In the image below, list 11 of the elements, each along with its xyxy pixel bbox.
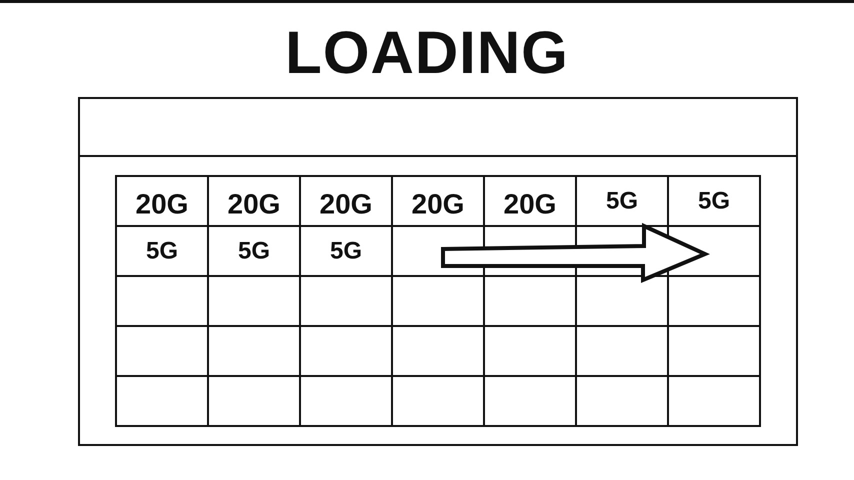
capacity-label: 20G	[412, 189, 464, 219]
capacity-label: 5G	[238, 238, 270, 264]
capacity-label: 5G	[606, 188, 638, 214]
capacity-label: 5G	[698, 188, 730, 214]
capacity-label: 5G	[330, 238, 362, 264]
title: LOADING	[285, 20, 569, 86]
capacity-label: 20G	[320, 189, 372, 219]
capacity-label: 20G	[504, 189, 556, 219]
capacity-label: 20G	[136, 189, 188, 219]
capacity-label: 20G	[228, 189, 280, 219]
capacity-label: 5G	[146, 238, 178, 264]
